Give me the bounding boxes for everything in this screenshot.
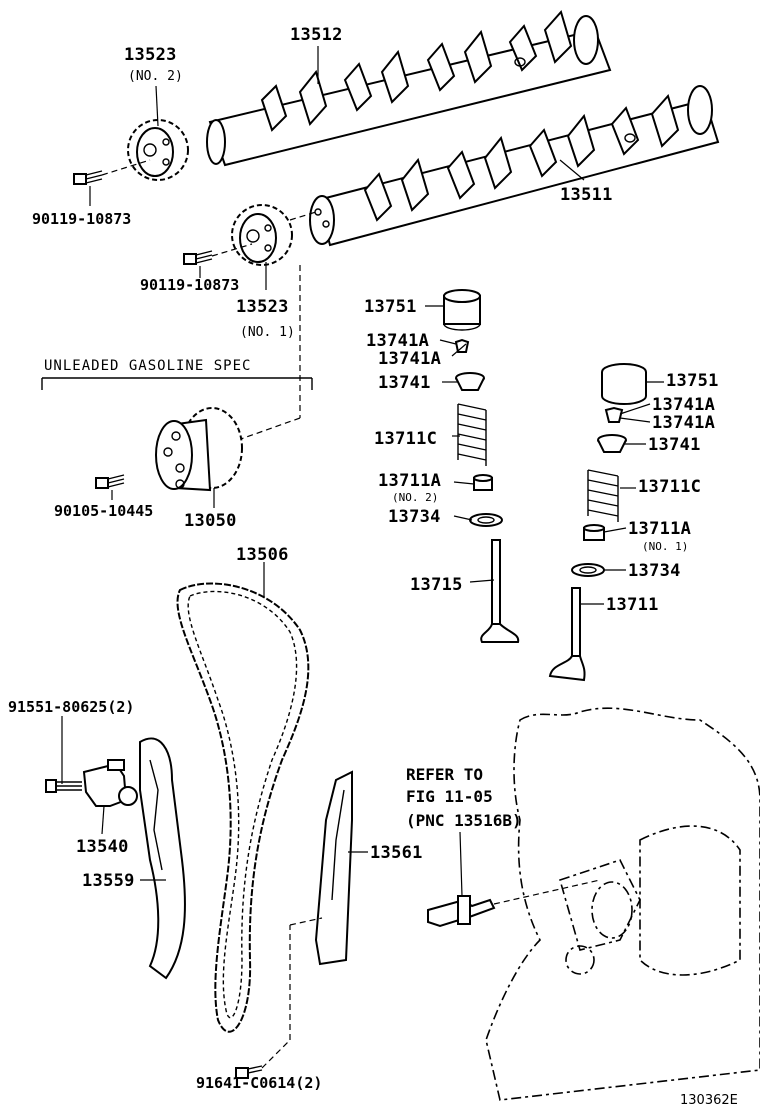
- camshaft-13512[interactable]: [206, 9, 612, 167]
- retainer-13741-left[interactable]: [455, 372, 485, 391]
- refer-line-2: FIG 11-05: [406, 787, 493, 806]
- refer-line-3: (PNC 13516B): [406, 811, 522, 830]
- timing-chain-13506[interactable]: [176, 582, 310, 1033]
- label-13523-no2: 13523: [124, 45, 177, 65]
- label-13561: 13561: [370, 843, 423, 863]
- label-13523-no1: 13523: [236, 297, 289, 317]
- vvt-gear-13050[interactable]: [155, 407, 243, 492]
- label-13050: 13050: [184, 511, 237, 531]
- label-13711c-left: 13711C: [374, 429, 437, 449]
- sprocket-no1[interactable]: [231, 204, 293, 266]
- label-spec-note: UNLEADED GASOLINE SPEC: [44, 358, 251, 374]
- label-13741-right: 13741: [648, 435, 701, 455]
- leader-sprocket-no1-bolt: [211, 243, 253, 257]
- valve-13711[interactable]: [548, 587, 586, 682]
- lifter-13751-right[interactable]: [601, 363, 647, 405]
- leader-vvt-diag: [237, 417, 301, 441]
- label-13741-left: 13741: [378, 373, 431, 393]
- label-13741a-left-2: 13741A: [378, 349, 441, 369]
- tensioner-13540[interactable]: [82, 759, 138, 807]
- leader-damper-bolt-3: [289, 917, 323, 926]
- seal-13734-left[interactable]: [469, 513, 503, 527]
- leader-refer-part: [493, 879, 601, 905]
- label-13715: 13715: [410, 575, 463, 595]
- valve-13715[interactable]: [480, 539, 520, 643]
- leader-sprocket-no2-bolt: [101, 159, 151, 176]
- spring-13711c-left[interactable]: [457, 403, 487, 466]
- bolt-vvt[interactable]: [95, 474, 125, 489]
- bolt-sprocket-no2[interactable]: [73, 170, 103, 185]
- label-13734-left: 13734: [388, 507, 441, 527]
- label-90119-a: 90119-10873: [32, 210, 131, 228]
- refer-line-1: REFER TO: [406, 765, 483, 784]
- camshaft-13511[interactable]: [309, 85, 720, 247]
- bolt-tensioner[interactable]: [45, 779, 82, 793]
- label-13734-right: 13734: [628, 561, 681, 581]
- label-13711a-right: 13711A: [628, 519, 691, 539]
- label-13711a-right-sub: (NO. 1): [642, 540, 688, 553]
- damper-13561[interactable]: [314, 770, 353, 966]
- label-13711a-left: 13711A: [378, 471, 441, 491]
- leader-damper-bolt-1: [261, 1039, 291, 1069]
- label-13741a-right-1: 13741A: [652, 395, 715, 415]
- label-91551: 91551-80625(2): [8, 698, 134, 716]
- label-13559: 13559: [82, 871, 135, 891]
- label-13711c-right: 13711C: [638, 477, 701, 497]
- slipper-13559[interactable]: [139, 737, 186, 980]
- seat-13711a-left[interactable]: [473, 474, 493, 491]
- leader-lines: [61, 46, 664, 897]
- label-13540: 13540: [76, 837, 129, 857]
- bolt-damper[interactable]: [235, 1065, 263, 1079]
- spec-bracket: [41, 377, 313, 390]
- label-13741a-right-2: 13741A: [652, 413, 715, 433]
- leader-sprocket-camshaft: [289, 211, 317, 221]
- engine-block-outline: [485, 707, 760, 1101]
- refer-part-13516b[interactable]: [427, 895, 496, 928]
- sprocket-no2[interactable]: [127, 119, 189, 181]
- lifter-13751-left[interactable]: [443, 289, 481, 331]
- label-13512: 13512: [290, 25, 343, 45]
- label-13511: 13511: [560, 185, 613, 205]
- key-13741a-right[interactable]: [604, 406, 624, 423]
- label-13711: 13711: [606, 595, 659, 615]
- spring-13711c-right[interactable]: [587, 469, 619, 522]
- seat-13711a-right[interactable]: [583, 524, 605, 541]
- label-13506: 13506: [236, 545, 289, 565]
- seal-13734-right[interactable]: [571, 563, 605, 577]
- label-13711a-left-sub: (NO. 2): [392, 491, 438, 504]
- retainer-13741-right[interactable]: [597, 434, 627, 453]
- figure-id: 130362E: [680, 1093, 738, 1108]
- key-13741a-left[interactable]: [454, 338, 470, 353]
- label-13751-right: 13751: [666, 371, 719, 391]
- label-13741a-left-1: 13741A: [366, 331, 429, 351]
- label-13523-no1-sub: (NO. 1): [240, 325, 295, 340]
- label-90119-b: 90119-10873: [140, 276, 239, 294]
- label-13523-no2-sub: (NO. 2): [128, 69, 183, 84]
- bolt-sprocket-no1[interactable]: [183, 250, 213, 265]
- label-91641: 91641-C0614(2): [196, 1074, 322, 1092]
- label-13751-left: 13751: [364, 297, 417, 317]
- label-90105: 90105-10445: [54, 502, 153, 520]
